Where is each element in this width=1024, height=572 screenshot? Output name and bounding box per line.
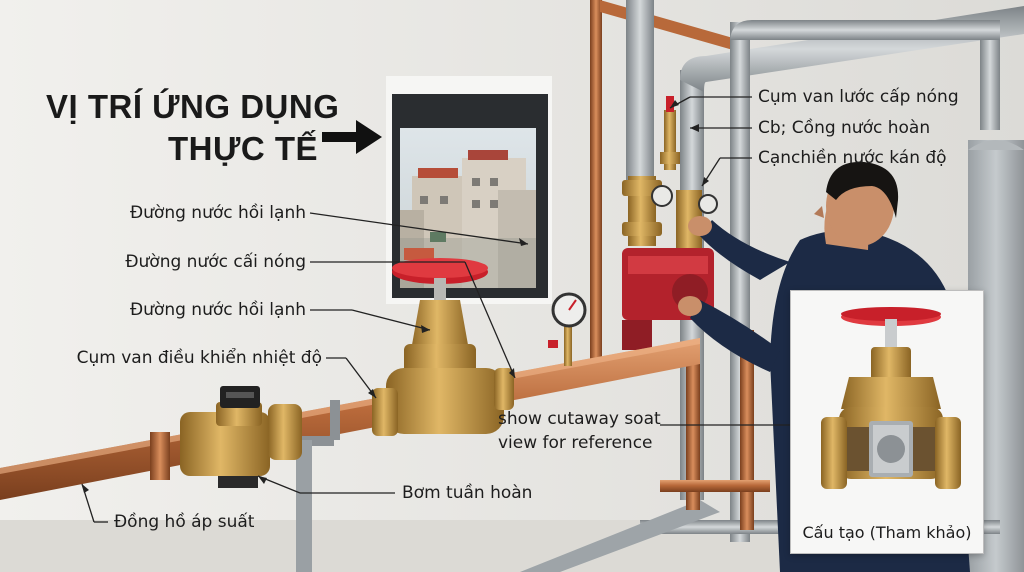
label-water-gauge: Cạnchiền nước kán độ (758, 148, 947, 168)
cutaway-note-line-1: show cutaway soat (498, 409, 661, 429)
arrow-right-icon (322, 120, 382, 154)
label-hot-supply-valve: Cụm van lước cấp nóng (758, 87, 959, 107)
callout-arrowheads (82, 100, 806, 493)
inset-caption: Cấu tạo (Tham khảo) (802, 523, 972, 542)
label-temperature-valve: Cụm van điều khiển nhiệt độ (76, 348, 322, 368)
valve-cutaway-inset: Cấu tạo (Tham khảo) (790, 290, 984, 554)
label-hot-supply-line: Đường nước cấi nóng (125, 252, 306, 272)
label-cold-return-2: Đường nước hồi lạnh (129, 300, 306, 320)
label-circulation-pump: Bơm tuần hoàn (402, 483, 533, 503)
valve-cutaway-diagram (821, 307, 961, 489)
label-return-sensor: Cb; Cồng nước hoàn (758, 118, 931, 138)
temperature-control-valve (180, 386, 302, 488)
gate-valve (372, 258, 514, 436)
heading-line-2: THỰC TẾ (168, 130, 319, 167)
label-pressure-gauge: Đồng hồ áp suất (114, 512, 255, 532)
heading-line-1: VỊ TRÍ ỨNG DỤNG (46, 88, 340, 125)
pressure-gauge (548, 292, 587, 366)
cutaway-note-line-2: view for reference (498, 433, 653, 453)
main-copper-pipe (0, 338, 700, 500)
label-cold-return-1: Đường nước hồi lạnh (129, 203, 306, 223)
